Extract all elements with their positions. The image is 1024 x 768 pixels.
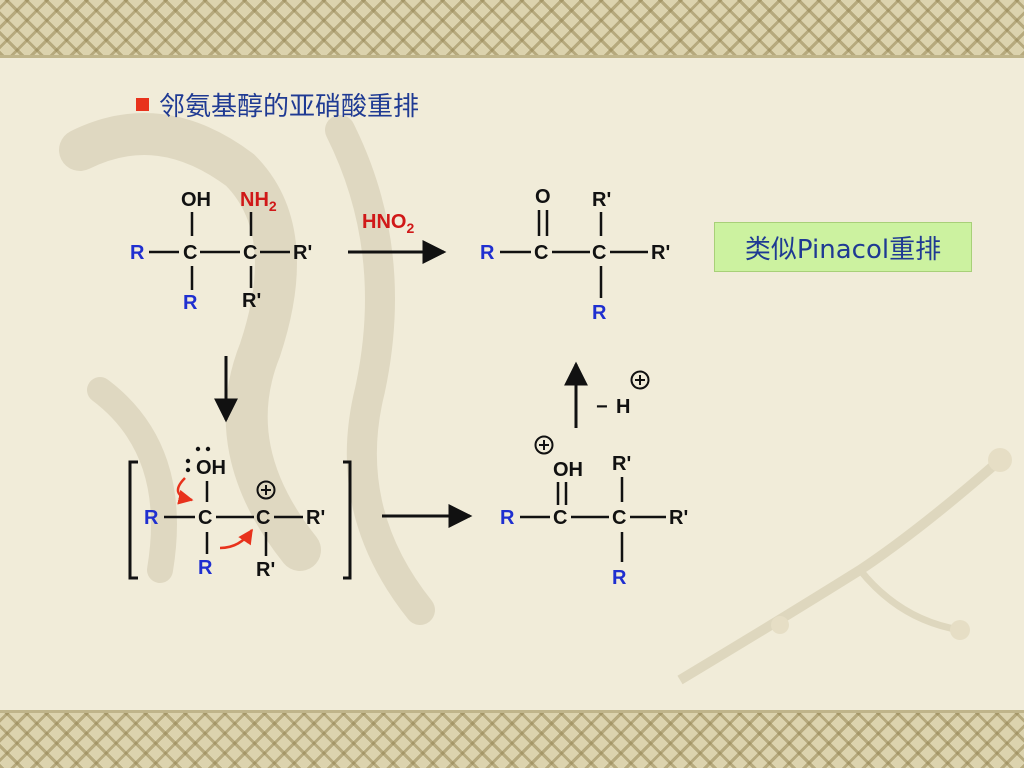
- r-prime-top: R': [592, 189, 611, 211]
- amino-alcohol-reactant: R C C R' OH NH2 R R': [130, 189, 312, 314]
- pinacol-similarity-badge: 类似Pinacol重排: [714, 222, 972, 272]
- carbon-2: C: [243, 242, 257, 264]
- hydroxyl-group: OH: [181, 189, 211, 211]
- reagent-arrow: HNO2: [348, 211, 447, 264]
- r-prime-bottom: R': [242, 290, 261, 312]
- positive-charge-icon: [630, 370, 650, 390]
- positive-charge-icon: [534, 435, 554, 455]
- r-group-bottom: R: [592, 302, 607, 324]
- r-group-bottom: R: [183, 292, 198, 314]
- cationic-carbon: C: [256, 507, 270, 529]
- r-group-bottom: R: [198, 557, 213, 579]
- top-border-edge: [0, 55, 1024, 58]
- top-decorative-border: [0, 0, 1024, 55]
- carbonyl-oxygen: O: [535, 186, 551, 208]
- r-group-bottom: R: [612, 567, 627, 589]
- bottom-decorative-border: [0, 713, 1024, 768]
- r-prime-top: R': [612, 453, 631, 475]
- r-prime-right: R': [293, 242, 312, 264]
- lone-pair-dot: [185, 458, 191, 464]
- migration-curved-arrow: [219, 528, 254, 550]
- left-bracket: [128, 460, 138, 580]
- carbocation-intermediate: R C C R' OH R R': [128, 446, 352, 581]
- amino-group: NH2: [240, 189, 277, 214]
- deprotonation-step: − H: [564, 361, 650, 428]
- r-prime-right: R': [651, 242, 670, 264]
- slide-title-text: 邻氨基醇的亚硝酸重排: [159, 92, 420, 122]
- lone-pair-dot: [195, 446, 201, 452]
- carbon-1: C: [183, 242, 197, 264]
- r-group-left: R: [500, 507, 515, 529]
- right-bracket: [343, 460, 352, 580]
- r-prime-bottom: R': [256, 559, 275, 581]
- square-bullet-icon: [136, 98, 149, 111]
- minus-sign: −: [596, 396, 608, 418]
- proton-h: H: [616, 396, 630, 418]
- slide-title: 邻氨基醇的亚硝酸重排: [136, 86, 419, 123]
- badge-text: 类似Pinacol重排: [744, 234, 942, 265]
- carbonyl-carbon: C: [534, 242, 548, 264]
- r-prime-right: R': [306, 507, 325, 529]
- lone-pair-dot: [185, 467, 191, 473]
- bottom-border-edge: [0, 710, 1024, 713]
- r-group-left: R: [130, 242, 145, 264]
- r-group-left: R: [144, 507, 159, 529]
- carbon-2: C: [612, 507, 626, 529]
- ketone-product: R C C R' O R' R: [480, 186, 670, 324]
- nitrous-acid-reagent: HNO2: [362, 211, 414, 236]
- positive-charge-icon: [256, 480, 276, 500]
- r-prime-right: R': [669, 507, 688, 529]
- carbon-2: C: [592, 242, 606, 264]
- protonated-ketone: OH R C C R' R' R: [500, 435, 688, 589]
- carbon-1: C: [553, 507, 567, 529]
- lone-pair-dot: [205, 446, 211, 452]
- lone-pair-curved-arrow: [176, 477, 194, 505]
- carbon-1: C: [198, 507, 212, 529]
- oxonium-oh: OH: [553, 459, 583, 481]
- hydroxyl-group: OH: [196, 457, 226, 479]
- r-group-left: R: [480, 242, 495, 264]
